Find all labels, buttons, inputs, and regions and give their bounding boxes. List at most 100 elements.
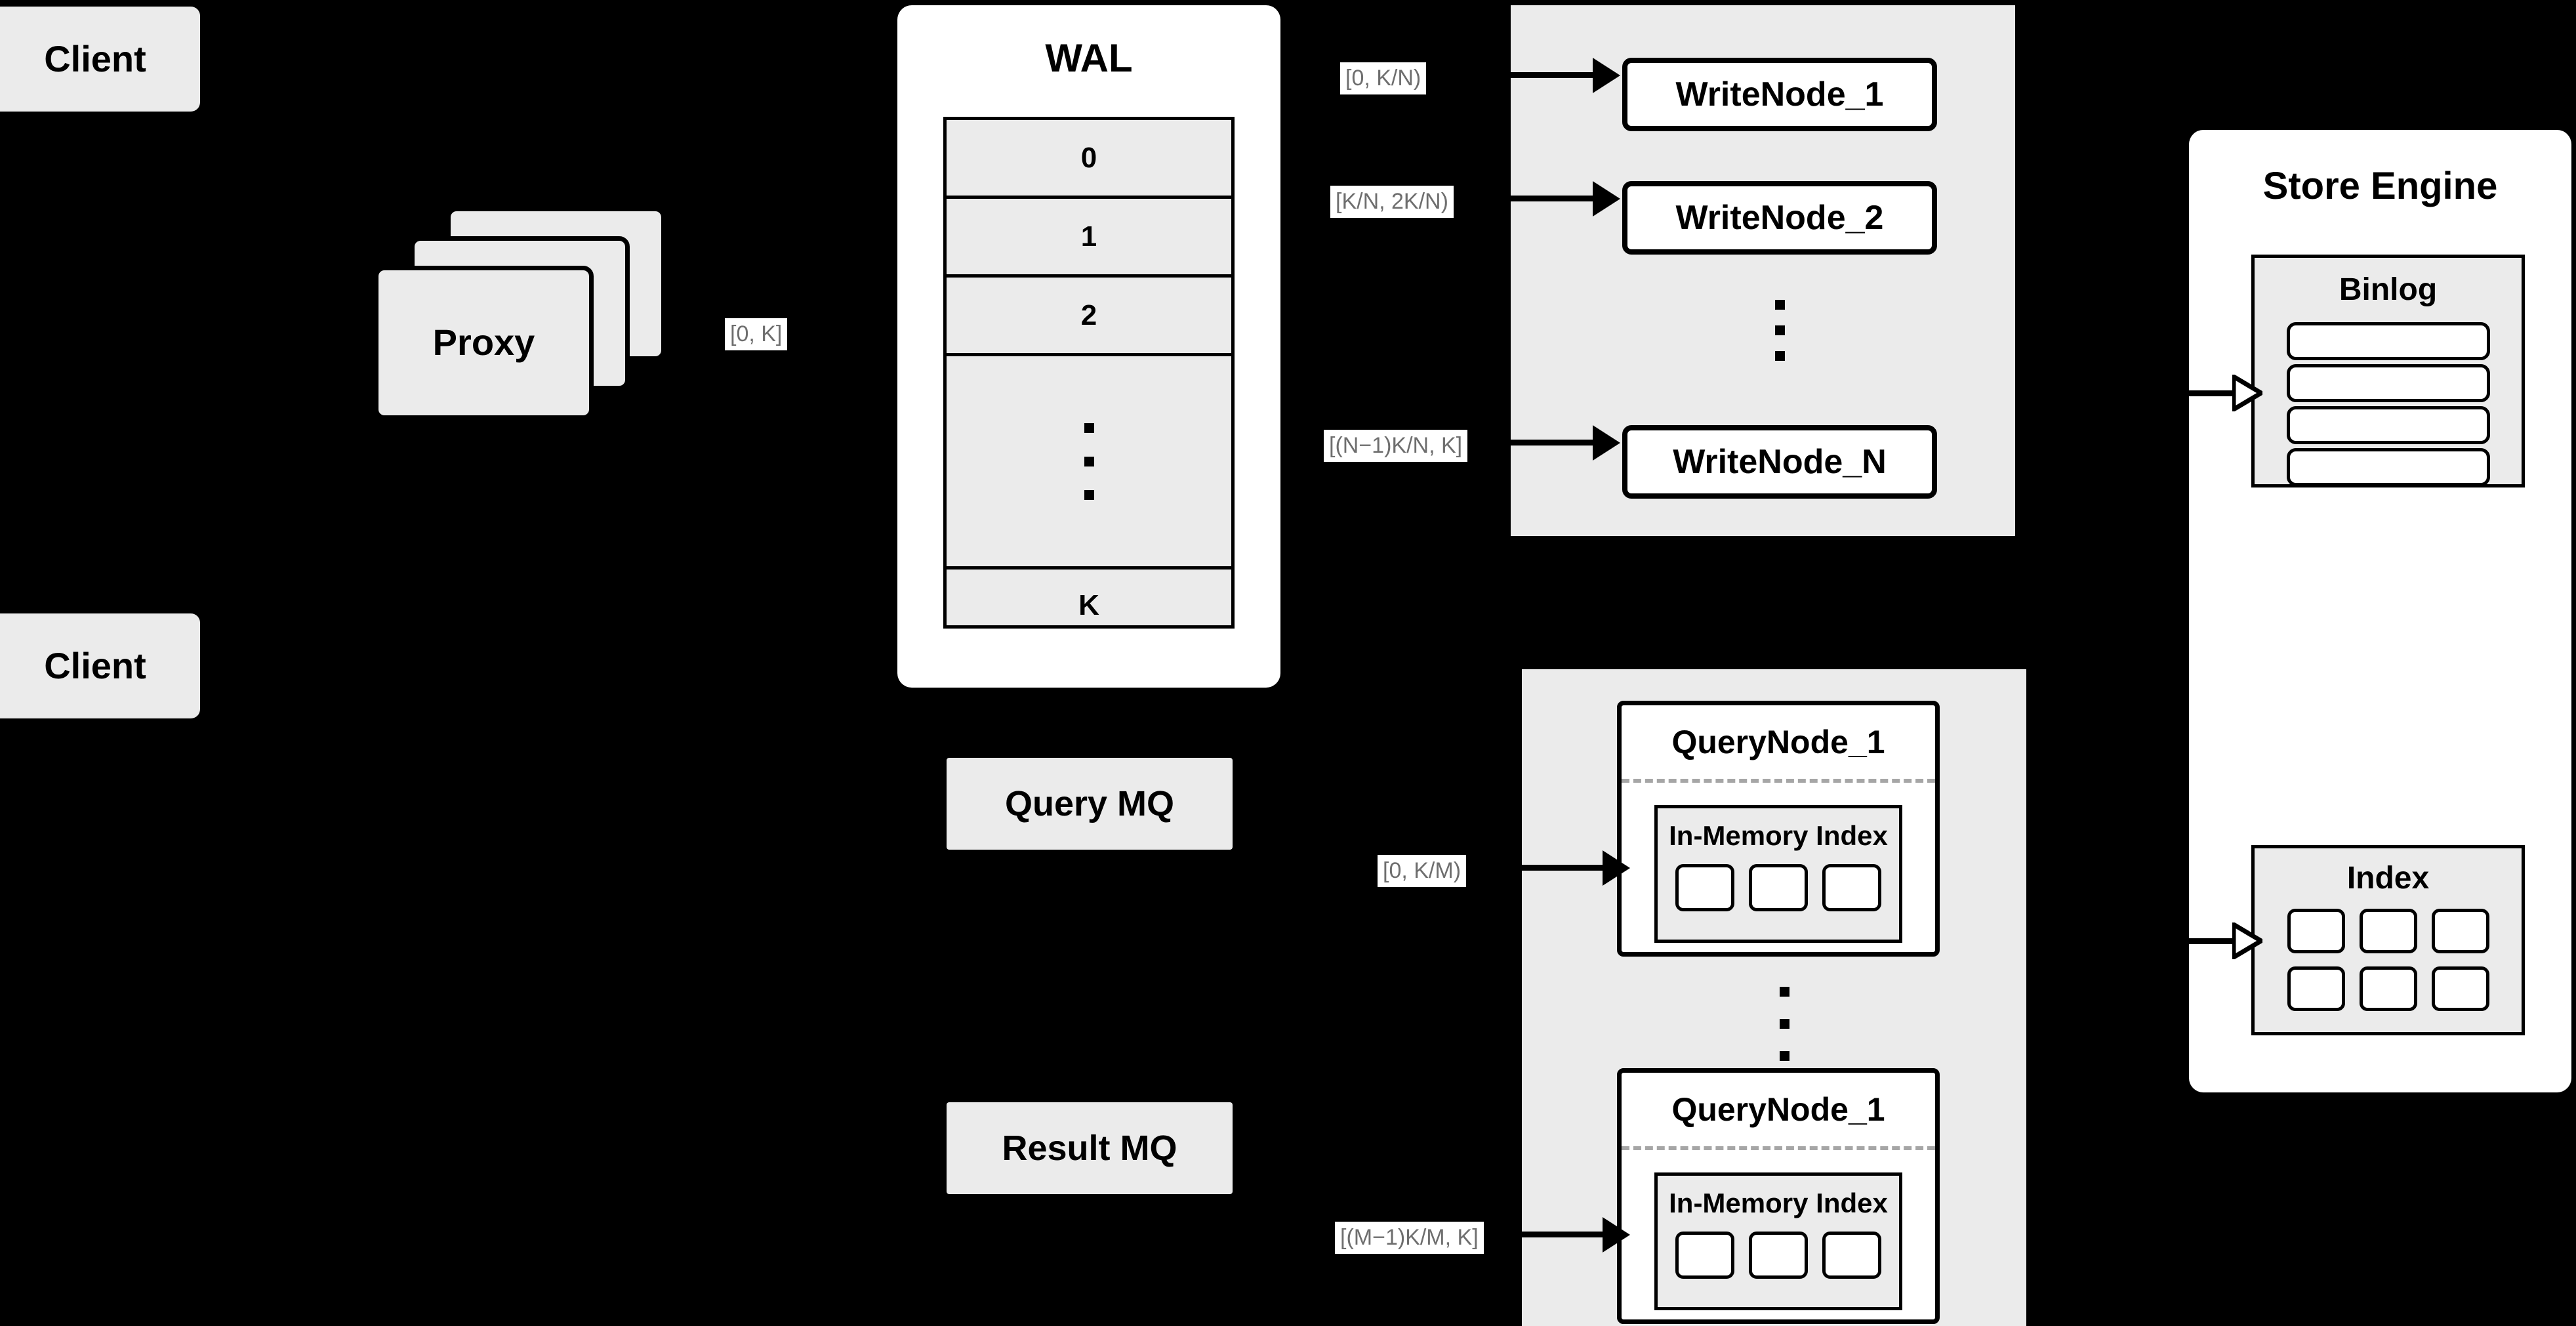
store-index-cell <box>2359 909 2417 953</box>
write-node-n-label: WriteNode_N <box>1673 442 1887 481</box>
arrowhead-writenode-n <box>1593 425 1620 461</box>
edge-label-proxy-to-wal: [0, K] <box>725 318 788 351</box>
wal-entry-list: 0 1 2 K <box>943 117 1235 629</box>
arrowhead-store-index-open <box>2231 920 2266 962</box>
store-index-group: Index <box>2251 845 2525 1035</box>
ellipsis-dot <box>1084 456 1094 466</box>
binlog-label: Binlog <box>2339 272 2438 307</box>
binlog-group: Binlog <box>2251 255 2525 487</box>
edge-label-wal-to-writenode-2: [K/N, 2K/N) <box>1330 186 1454 218</box>
query-node-1-divider <box>1622 779 1935 783</box>
store-engine-panel: Store Engine Binlog Index <box>2189 130 2571 1092</box>
ellipsis-dot <box>1084 489 1094 500</box>
edge-label-proxy-to-wal-text: [0, K] <box>730 321 783 346</box>
wal-entry-row: 1 <box>947 199 1231 278</box>
client-node-2[interactable]: Client <box>0 613 200 718</box>
result-mq-node[interactable]: Result MQ <box>947 1102 1233 1194</box>
proxy-node[interactable]: Proxy <box>374 266 594 420</box>
connector-wal-to-writenode-1 <box>1502 72 1594 78</box>
query-node-m-in-memory-index: In-Memory Index <box>1654 1172 1902 1310</box>
query-node-m-in-memory-index-label: In-Memory Index <box>1669 1188 1888 1219</box>
query-node-ellipsis <box>1738 964 1830 1083</box>
binlog-row <box>2286 448 2490 486</box>
store-index-cell <box>2431 966 2489 1011</box>
index-segment <box>1675 1232 1734 1279</box>
wal-title-text: WAL <box>1045 35 1133 80</box>
query-node-m[interactable]: QueryNode_1 In-Memory Index <box>1617 1068 1940 1324</box>
edge-label-mq-to-querynode-m: [(M−1)K/M, K] <box>1335 1222 1484 1254</box>
query-node-m-in-memory-index-label-wrap: In-Memory Index <box>1658 1176 1899 1232</box>
ellipsis-dot <box>1084 423 1094 433</box>
index-segment <box>1749 864 1808 911</box>
edge-label-wal-to-writenode-2-text: [K/N, 2K/N) <box>1336 189 1448 214</box>
wal-entry-ellipsis <box>947 356 1231 570</box>
index-segment <box>1675 864 1734 911</box>
edge-label-mq-to-querynode-m-text: [(M−1)K/M, K] <box>1340 1225 1479 1250</box>
query-mq-node[interactable]: Query MQ <box>947 758 1233 850</box>
edge-label-wal-to-writenode-1-text: [0, K/N) <box>1345 66 1421 91</box>
store-index-cell <box>2359 966 2417 1011</box>
store-index-cell <box>2287 966 2345 1011</box>
arrowhead-querynode-m <box>1603 1217 1630 1253</box>
binlog-label-wrap: Binlog <box>2255 258 2522 322</box>
write-node-1-label: WriteNode_1 <box>1675 75 1884 114</box>
write-node-2-label: WriteNode_2 <box>1675 198 1884 237</box>
store-index-cell <box>2287 909 2345 953</box>
query-node-1[interactable]: QueryNode_1 In-Memory Index <box>1617 701 1940 957</box>
proxy-node-label: Proxy <box>432 321 535 363</box>
index-segment <box>1749 1232 1808 1279</box>
query-node-1-in-memory-index-label-wrap: In-Memory Index <box>1658 808 1899 864</box>
connector-mq-to-querynode-m <box>1509 1232 1604 1237</box>
query-node-m-divider <box>1622 1146 1935 1150</box>
query-node-cluster: QueryNode_1 In-Memory Index Qu <box>1522 669 2026 1326</box>
query-mq-label: Query MQ <box>1004 783 1175 823</box>
store-index-label: Index <box>2346 860 2430 896</box>
connector-wal-to-writenode-2 <box>1502 196 1594 201</box>
connector-mq-to-querynode-1 <box>1509 865 1604 871</box>
store-index-label-wrap: Index <box>2255 848 2522 909</box>
binlog-row <box>2286 322 2490 360</box>
edge-label-wal-to-writenode-1: [0, K/N) <box>1340 62 1427 95</box>
ellipsis-dot <box>1774 325 1785 335</box>
ellipsis-dot <box>1779 986 1789 997</box>
ellipsis-dot <box>1774 299 1785 310</box>
client-node-2-label: Client <box>44 644 146 686</box>
write-node-2[interactable]: WriteNode_2 <box>1622 181 1937 255</box>
arrowhead-binlog-open-svg <box>2231 372 2266 414</box>
arrowhead-writenode-1 <box>1593 58 1620 93</box>
write-node-cluster: WriteNode_1 WriteNode_2 WriteNode_N <box>1511 5 2015 536</box>
index-segment <box>1822 864 1881 911</box>
wal-entry-row: 0 <box>947 120 1231 199</box>
connector-to-store-index <box>2189 938 2235 944</box>
query-node-1-label: QueryNode_1 <box>1671 723 1885 760</box>
client-node-1-label: Client <box>44 37 146 79</box>
store-index-cell <box>2431 909 2489 953</box>
arrowhead-binlog-open <box>2231 372 2266 414</box>
query-node-m-label: QueryNode_1 <box>1671 1090 1885 1128</box>
wal-entry-row: K <box>947 570 1231 642</box>
query-node-1-in-memory-index-label: In-Memory Index <box>1669 820 1888 852</box>
ellipsis-dot <box>1774 350 1785 361</box>
client-node-1[interactable]: Client <box>0 7 200 112</box>
wal-entry-label: 0 <box>1080 141 1097 174</box>
binlog-row <box>2286 364 2490 402</box>
edge-label-mq-to-querynode-1-text: [0, K/M) <box>1383 858 1462 883</box>
write-node-ellipsis <box>1734 278 1826 383</box>
index-segment <box>1822 1232 1881 1279</box>
proxy-stack[interactable]: Proxy <box>374 207 682 443</box>
connector-wal-to-writenode-n <box>1502 440 1594 445</box>
wal-entry-row: 2 <box>947 278 1231 356</box>
query-node-1-in-memory-index: In-Memory Index <box>1654 805 1902 943</box>
edge-label-wal-to-writenode-n: [(N−1)K/N, K] <box>1324 430 1468 463</box>
edge-label-wal-to-writenode-n-text: [(N−1)K/N, K] <box>1329 433 1463 458</box>
binlog-row <box>2286 406 2490 444</box>
result-mq-label: Result MQ <box>1002 1128 1177 1168</box>
ellipsis-dot <box>1779 1050 1789 1061</box>
wal-title: WAL <box>897 35 1280 81</box>
query-node-1-label-wrap: QueryNode_1 <box>1622 705 1935 779</box>
wal-entry-label: 1 <box>1080 220 1097 253</box>
write-node-1[interactable]: WriteNode_1 <box>1622 58 1937 131</box>
write-node-n[interactable]: WriteNode_N <box>1622 425 1937 499</box>
store-engine-title: Store Engine <box>2189 163 2571 210</box>
